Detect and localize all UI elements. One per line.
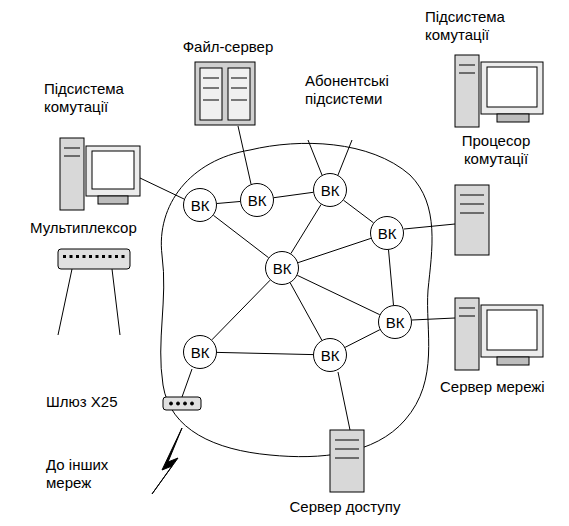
device-link bbox=[238, 126, 251, 184]
mux-wire bbox=[58, 269, 72, 335]
device-link bbox=[182, 369, 192, 397]
switch-node: ВК bbox=[183, 335, 217, 369]
node-label: ВК bbox=[378, 226, 397, 241]
computer-icon bbox=[455, 55, 543, 127]
switch-node: ВК bbox=[313, 338, 347, 372]
device-label: Процесор комутації bbox=[444, 132, 548, 168]
device-link bbox=[338, 140, 352, 175]
wireless-link bbox=[152, 428, 182, 494]
device-label: До інших мереж bbox=[46, 456, 124, 492]
device-label: Підсистема комутації bbox=[44, 80, 148, 116]
device-link bbox=[338, 372, 350, 430]
switch-node: ВК bbox=[183, 188, 217, 222]
device-label: Абонентські підсистеми bbox=[305, 72, 417, 108]
switch-node: ВК bbox=[370, 216, 404, 250]
computer-icon bbox=[455, 298, 543, 370]
switch-node: ВК bbox=[265, 251, 299, 285]
switch-node: ВК bbox=[313, 173, 347, 207]
node-label: ВК bbox=[321, 348, 340, 363]
node-label: ВК bbox=[191, 198, 210, 213]
tower-icon bbox=[455, 185, 489, 255]
node-label: ВК bbox=[321, 183, 340, 198]
switch-node: ВК bbox=[240, 183, 274, 217]
network-link bbox=[345, 330, 380, 348]
device-label: Підсистема комутації bbox=[425, 8, 529, 44]
network-link bbox=[217, 352, 313, 354]
node-label: ВК bbox=[386, 315, 405, 330]
device-link bbox=[412, 318, 455, 320]
file-server-icon bbox=[195, 62, 255, 125]
device-link bbox=[308, 140, 322, 175]
device-link bbox=[404, 224, 455, 229]
network-link bbox=[291, 204, 321, 253]
network-link bbox=[212, 280, 270, 340]
device-label: Мультиплексор bbox=[30, 219, 170, 237]
network-link bbox=[213, 215, 268, 257]
device-label: Шлюз X25 bbox=[46, 393, 156, 411]
gateway-icon bbox=[163, 397, 201, 410]
network-link bbox=[298, 238, 371, 262]
network-link bbox=[274, 192, 313, 197]
network-link bbox=[290, 283, 322, 340]
device-label: Сервер доступу bbox=[270, 498, 420, 516]
computer-icon bbox=[60, 138, 140, 210]
node-label: ВК bbox=[191, 345, 210, 360]
multiplexer-icon bbox=[58, 249, 130, 269]
tower-icon bbox=[330, 430, 364, 492]
node-label: ВК bbox=[273, 261, 292, 276]
device-label: Сервер мережі bbox=[440, 378, 566, 396]
switch-node: ВК bbox=[378, 305, 412, 339]
network-link bbox=[389, 250, 394, 305]
device-link bbox=[140, 178, 184, 199]
network-link bbox=[344, 200, 374, 223]
device-label: Файл-сервер bbox=[163, 38, 293, 56]
node-label: ВК bbox=[248, 193, 267, 208]
network-link bbox=[217, 201, 240, 203]
network-cloud bbox=[161, 143, 432, 456]
mux-wire bbox=[112, 269, 120, 335]
network-link bbox=[297, 275, 379, 314]
